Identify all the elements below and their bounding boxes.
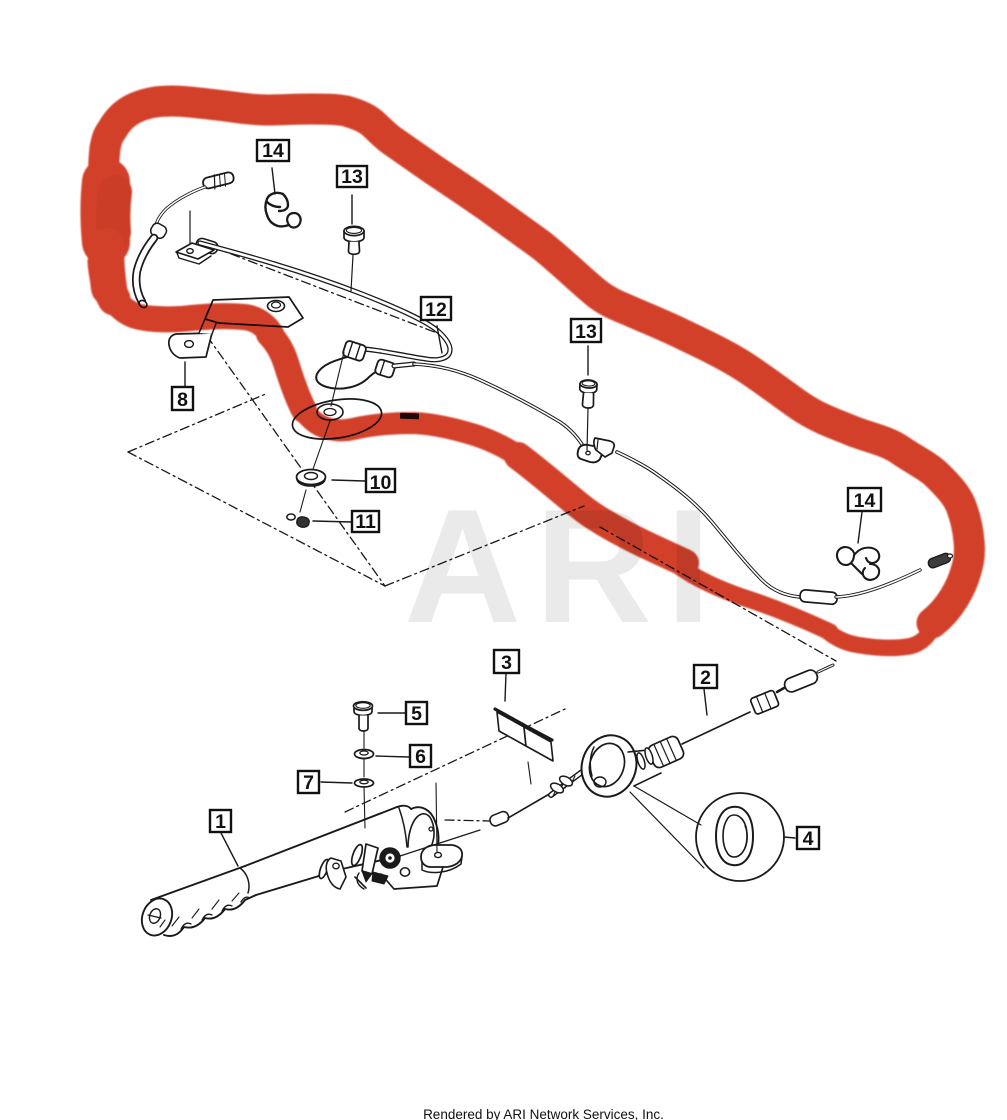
svg-text:14: 14 <box>262 140 284 162</box>
svg-text:1: 1 <box>215 811 226 833</box>
svg-text:12: 12 <box>425 299 447 321</box>
svg-text:13: 13 <box>341 166 363 188</box>
svg-text:11: 11 <box>355 511 376 533</box>
svg-text:8: 8 <box>177 389 188 411</box>
svg-text:6: 6 <box>415 746 426 768</box>
svg-text:5: 5 <box>411 703 422 725</box>
svg-text:13: 13 <box>575 321 597 343</box>
svg-text:7: 7 <box>303 772 314 794</box>
svg-text:3: 3 <box>501 652 512 674</box>
svg-text:2: 2 <box>700 667 711 689</box>
svg-text:4: 4 <box>803 828 814 850</box>
svg-text:10: 10 <box>370 472 392 494</box>
svg-text:14: 14 <box>854 490 876 512</box>
